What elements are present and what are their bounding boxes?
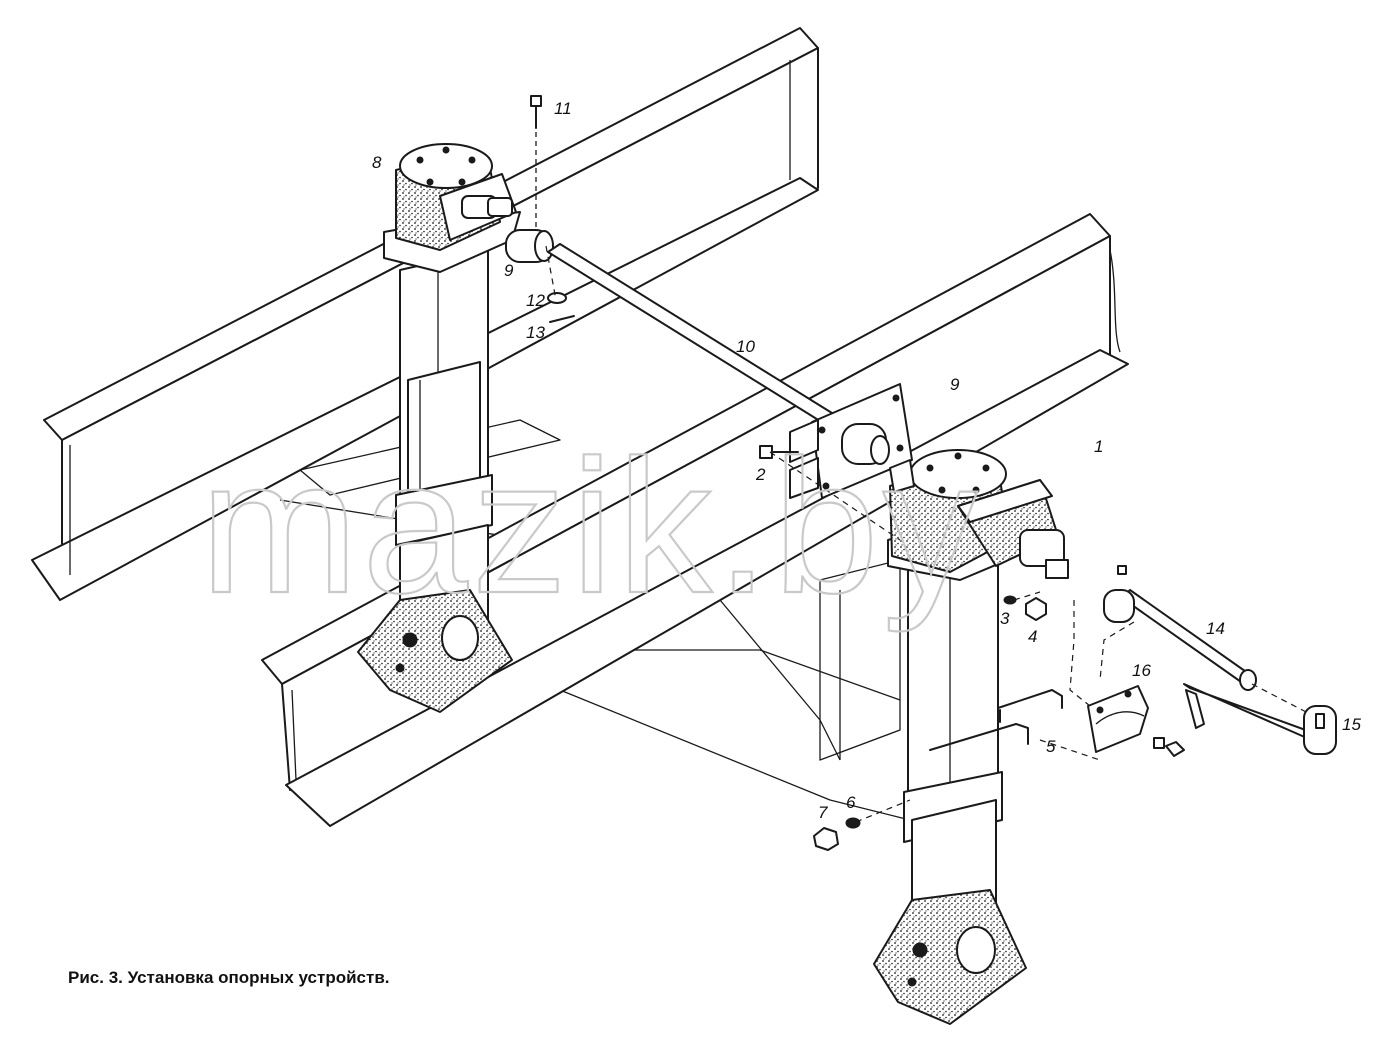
coupling-left bbox=[505, 229, 554, 263]
callout-11: 11 bbox=[554, 99, 572, 118]
callout-9-right: 9 bbox=[950, 375, 960, 394]
nut-4 bbox=[1025, 597, 1047, 621]
washer-6 bbox=[845, 817, 861, 829]
callout-3: 3 bbox=[1000, 609, 1010, 628]
assembly-lines bbox=[545, 245, 1311, 823]
figure-caption: Рис. 3. Установка опорных устройств. bbox=[68, 968, 390, 987]
callout-10: 10 bbox=[736, 337, 755, 356]
callout-7: 7 bbox=[818, 803, 828, 822]
shaft-10 bbox=[547, 243, 841, 427]
callout-14: 14 bbox=[1206, 619, 1225, 638]
gearbox-right bbox=[887, 449, 1069, 581]
callout-9-left: 9 bbox=[504, 261, 514, 280]
callout-5: 5 bbox=[1046, 737, 1056, 756]
callout-6: 6 bbox=[846, 793, 856, 812]
crank-handle-15 bbox=[1183, 683, 1337, 755]
support-leg-left bbox=[357, 249, 513, 713]
callout-2: 2 bbox=[755, 465, 766, 484]
washer-12 bbox=[547, 292, 567, 304]
pin-13 bbox=[549, 315, 575, 323]
gearbox-left bbox=[383, 143, 521, 273]
holder-16 bbox=[1087, 685, 1185, 757]
callout-13: 13 bbox=[526, 323, 545, 342]
support-leg-right bbox=[873, 547, 1027, 1025]
watermark: mazik.by bbox=[200, 421, 982, 633]
bolt-11 bbox=[530, 95, 542, 230]
stay-rod-5 bbox=[929, 689, 1063, 751]
shaft-bracket bbox=[789, 383, 913, 499]
callout-labels: 1 2 3 4 5 6 7 8 9 9 10 11 12 13 14 15 16 bbox=[372, 99, 1361, 822]
callout-16: 16 bbox=[1132, 661, 1151, 680]
callout-15: 15 bbox=[1342, 715, 1361, 734]
callout-1: 1 bbox=[1094, 437, 1103, 456]
bolt-2 bbox=[759, 445, 799, 459]
callout-12: 12 bbox=[526, 291, 545, 310]
nut-7 bbox=[813, 827, 839, 851]
callout-8: 8 bbox=[372, 153, 382, 172]
callout-4: 4 bbox=[1028, 627, 1037, 646]
handle-tube-14 bbox=[1103, 565, 1257, 691]
